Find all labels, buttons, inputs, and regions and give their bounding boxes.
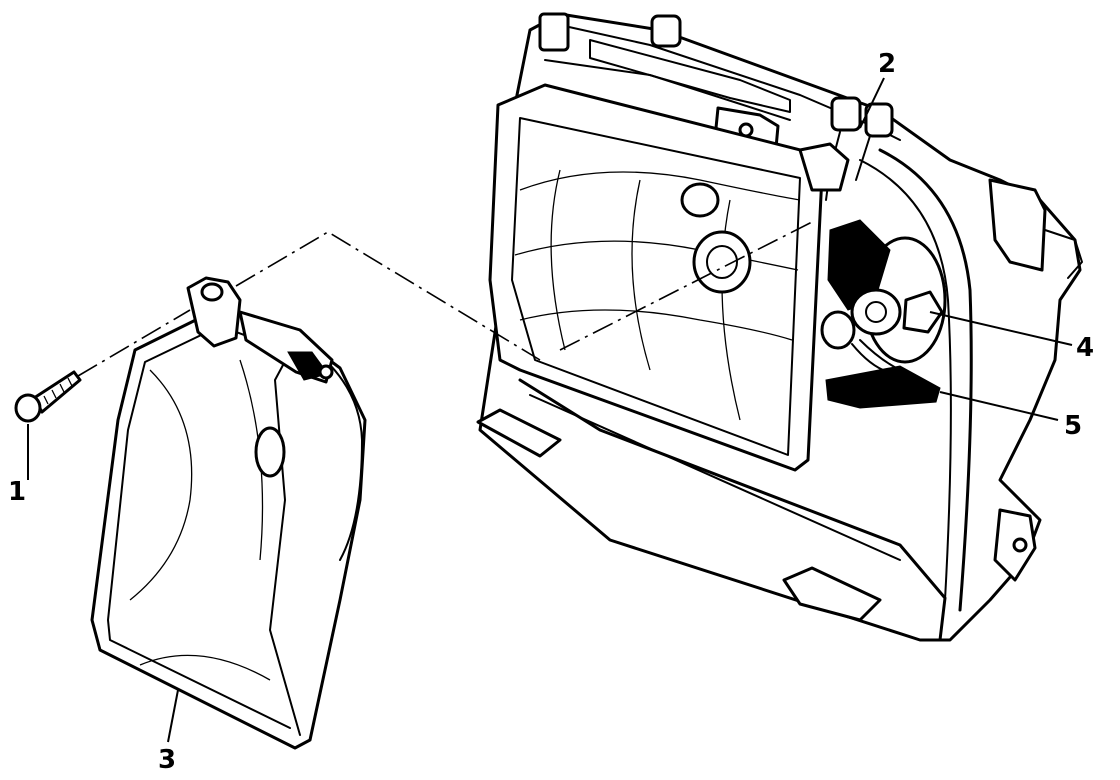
bulb-tip bbox=[820, 310, 856, 350]
reflector-socket bbox=[692, 230, 752, 294]
lens-frame-inner bbox=[511, 117, 801, 456]
callout-3: 3 bbox=[158, 745, 176, 775]
lens-contour-6 bbox=[721, 199, 741, 421]
top-bracket bbox=[589, 39, 791, 113]
bulb-clip bbox=[902, 290, 944, 334]
side-bracket-wire bbox=[1044, 229, 1083, 279]
top-knob bbox=[650, 14, 682, 48]
headlamp-housing bbox=[476, 12, 1083, 642]
rear-ring-inner bbox=[859, 159, 952, 601]
lamp-unit-top-clip bbox=[186, 276, 242, 348]
leader-4 bbox=[929, 311, 1073, 346]
lamp-unit-latch-knob bbox=[318, 364, 334, 380]
lens-contour-1 bbox=[519, 171, 801, 201]
lens-contour-3 bbox=[519, 309, 793, 341]
leader-3 bbox=[167, 689, 179, 743]
lamp-unit-socket bbox=[254, 426, 286, 478]
callout-5: 5 bbox=[1064, 411, 1082, 441]
leader-lines bbox=[27, 77, 1073, 743]
connector-wires bbox=[851, 339, 901, 373]
side-bracket-hole bbox=[1012, 537, 1028, 553]
bottom-tab-right bbox=[782, 566, 882, 622]
adjuster-knob-left bbox=[830, 96, 862, 132]
side-bracket-top bbox=[988, 178, 1047, 272]
lamp-unit-top-clip-hole bbox=[200, 282, 224, 302]
bulb-assembly bbox=[820, 219, 944, 409]
adjuster-knob-right bbox=[864, 102, 894, 138]
inner-bulb bbox=[680, 182, 720, 218]
bottom-tab-left bbox=[476, 408, 562, 458]
lamp-unit bbox=[90, 276, 367, 750]
connector-body bbox=[825, 365, 941, 409]
leader-5 bbox=[939, 391, 1059, 421]
lens-contour-4 bbox=[550, 169, 566, 351]
bulb-glass-inner bbox=[865, 301, 887, 323]
assembly-axes bbox=[77, 221, 813, 377]
lens-contour-5 bbox=[631, 179, 651, 371]
callout-1: 1 bbox=[8, 477, 26, 507]
lamp-unit-reflector-1 bbox=[129, 369, 193, 601]
reflector-socket-inner bbox=[706, 245, 738, 279]
callout-2: 2 bbox=[878, 49, 896, 79]
axis-top bbox=[235, 231, 541, 361]
screw bbox=[14, 370, 82, 423]
bulb-glass bbox=[850, 288, 902, 336]
housing-bottom-edge-2 bbox=[529, 394, 901, 561]
callout-4: 4 bbox=[1076, 333, 1094, 363]
leader-2 bbox=[859, 77, 885, 129]
adjuster-assembly bbox=[798, 96, 894, 201]
lens-contour-2 bbox=[514, 240, 799, 271]
axis-lens bbox=[559, 221, 813, 351]
screw-head bbox=[14, 393, 42, 423]
lamp-unit-reflector-2 bbox=[139, 654, 271, 681]
top-clip-left bbox=[538, 12, 570, 52]
adjuster-bracket bbox=[798, 142, 850, 192]
rear-ring-outer bbox=[878, 148, 973, 612]
callout-labels: 1 2 3 4 5 bbox=[8, 49, 1094, 775]
screw-thread bbox=[43, 377, 73, 405]
axis-screw bbox=[77, 309, 191, 377]
